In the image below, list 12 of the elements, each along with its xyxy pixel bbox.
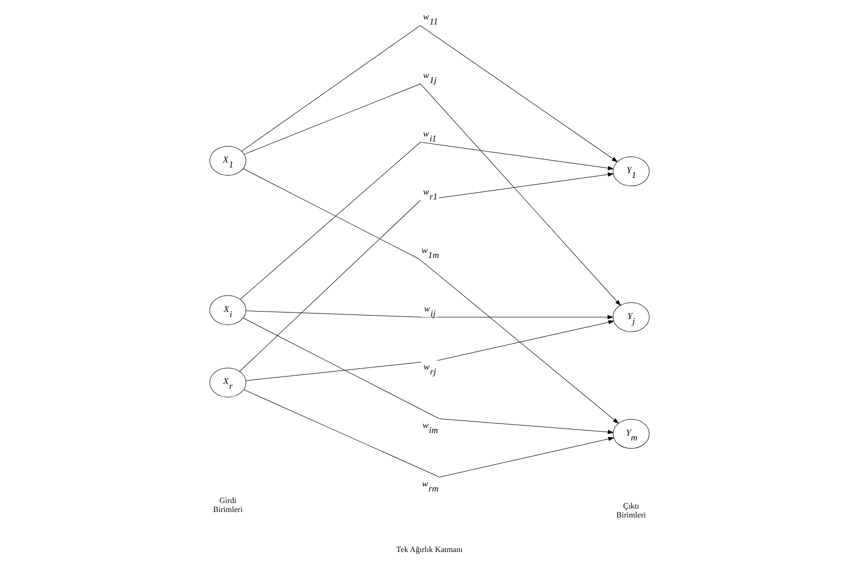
arrow bbox=[242, 168, 618, 424]
arrow bbox=[240, 25, 618, 162]
arrow bbox=[239, 142, 614, 300]
arrow bbox=[245, 320, 614, 381]
arrow bbox=[243, 389, 614, 478]
arrow bbox=[245, 310, 614, 320]
label: Tek Ağırlık Katmanı bbox=[396, 544, 462, 554]
label: Çıktı Birimleri bbox=[616, 502, 646, 520]
arrow bbox=[243, 84, 620, 306]
arrow bbox=[242, 318, 614, 434]
arrow bbox=[238, 172, 614, 372]
label: Girdi Birimleri bbox=[212, 496, 242, 514]
